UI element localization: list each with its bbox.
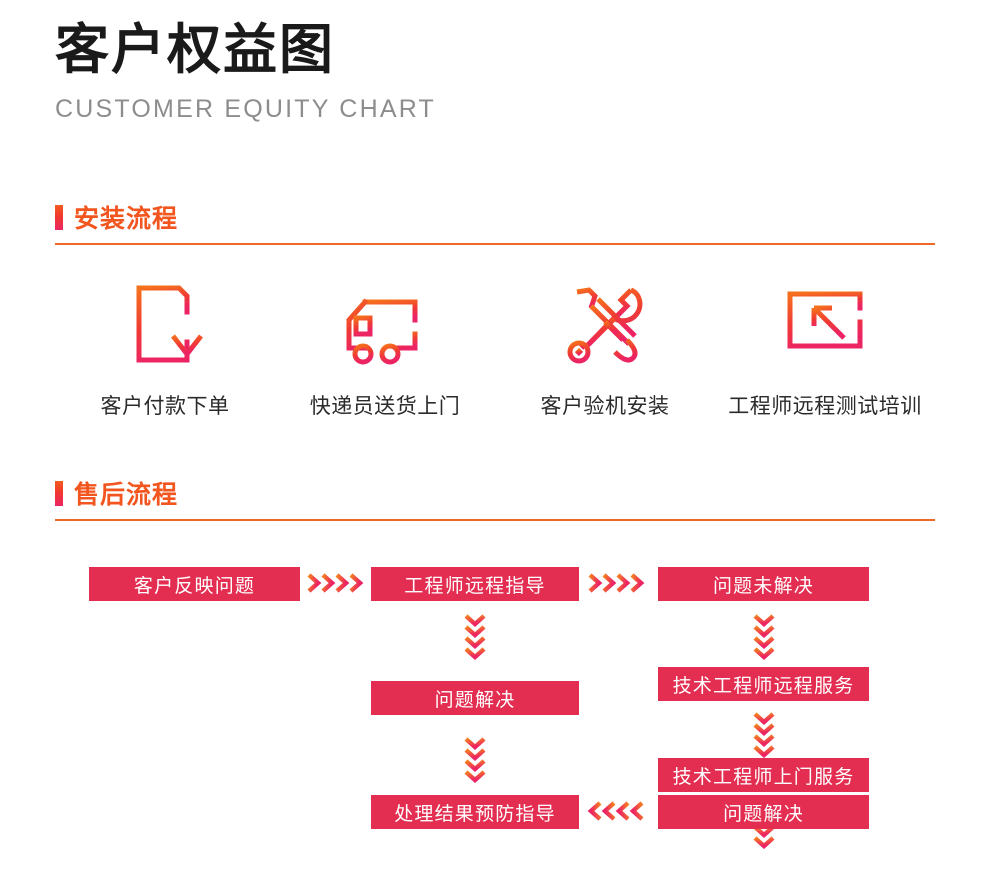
accent-bar-icon [55,204,63,230]
flow-box-tech-onsite-service[interactable]: 技术工程师上门服务 [658,758,869,792]
flow-box-result-prevention-guide[interactable]: 处理结果预防指导 [371,795,579,829]
section-divider [55,519,935,521]
arrow-right-2-icon [586,570,648,596]
page-subtitle: CUSTOMER EQUITY CHART [55,94,436,123]
flow-box-engineer-remote-guide[interactable]: 工程师远程指导 [371,567,579,601]
section-title-aftersales: 售后流程 [74,481,179,509]
install-step-3-label: 客户验机安装 [540,395,670,418]
flow-box-problem-unresolved[interactable]: 问题未解决 [658,567,869,601]
page-header: 客户权益图 CUSTOMER EQUITY CHART [55,22,436,124]
arrow-down-right-2-icon [748,710,780,758]
install-step-1: 客户付款下单 [55,278,275,420]
flow-box-customer-report[interactable]: 客户反映问题 [89,567,300,601]
monitor-remote-icon [770,278,880,370]
flow-box-problem-solved-right[interactable]: 问题解决 [658,795,869,829]
arrow-down-right-1-icon [748,612,780,660]
install-step-2: 快递员送货上门 [275,278,495,420]
wrench-screwdriver-icon [555,278,655,370]
section-header-aftersales: 售后流程 [55,476,935,521]
section-divider [55,243,935,245]
arrow-right-1-icon [305,570,367,596]
section-title-install: 安装流程 [74,205,179,233]
arrow-down-mid-2-icon [459,735,491,783]
flow-box-problem-solved-mid[interactable]: 问题解决 [371,681,579,715]
section-header-install: 安装流程 [55,200,935,245]
install-step-4: 工程师远程测试培训 [715,278,935,420]
arrow-left-icon [586,798,654,824]
page-title: 客户权益图 [55,20,335,80]
install-steps-row: 客户付款下单 [55,278,935,420]
document-download-icon [117,278,213,370]
install-step-1-label: 客户付款下单 [100,395,230,418]
install-step-3: 客户验机安装 [495,278,715,420]
install-step-2-label: 快递员送货上门 [309,395,461,418]
aftersales-flowchart: 客户反映问题 工程师远程指导 问题未解决 [0,550,990,880]
install-step-4-label: 工程师远程测试培训 [728,395,922,418]
flow-box-tech-remote-service[interactable]: 技术工程师远程服务 [658,667,869,701]
arrow-down-mid-1-icon [459,612,491,660]
accent-bar-icon [55,480,63,506]
delivery-truck-icon [325,278,445,370]
